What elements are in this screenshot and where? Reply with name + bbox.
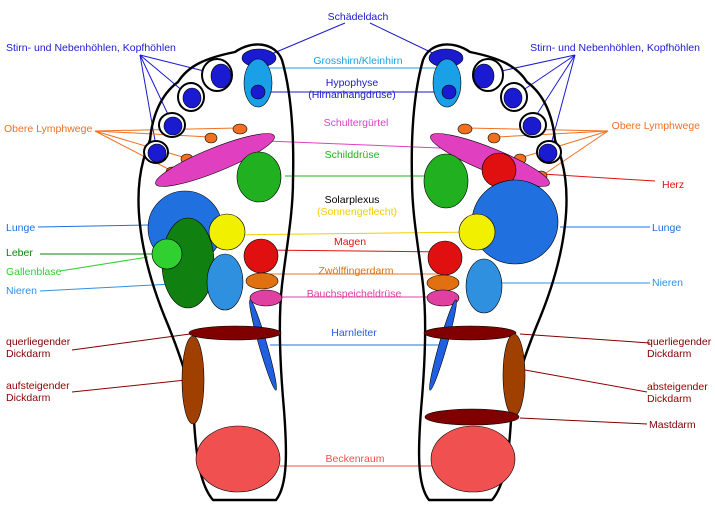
label-schild: Schilddrüse <box>325 149 380 161</box>
zone-nieren-l <box>207 254 243 310</box>
zone-auf <box>182 336 204 424</box>
label-hirnanhang: (Hirnanhangdrüse) <box>308 89 396 101</box>
zone-nieren-r <box>466 259 502 313</box>
label-galle: Gallenblase <box>6 266 61 278</box>
label-mast: Mastdarm <box>649 419 696 431</box>
label-leber: Leber <box>6 247 33 259</box>
label-schulter: Schultergürtel <box>324 117 389 129</box>
zone-grosshirn-r <box>433 59 461 107</box>
zone-zwoelf-l <box>246 273 278 289</box>
zone-magen-r <box>428 241 462 275</box>
label-nieren-left: Nieren <box>6 285 37 297</box>
label-becken: Beckenraum <box>326 453 385 465</box>
zone-bauch-l <box>250 290 282 306</box>
label-sonnen: (Sonnengeflecht) <box>317 206 397 218</box>
zone-solar-l <box>209 214 245 250</box>
label-ab: absteigender Dickdarm <box>647 381 711 405</box>
label-stirn-left: Stirn- und Nebenhöhlen, Kopfhöhlen <box>6 42 176 54</box>
toe-outlines <box>144 59 561 163</box>
zone-solar-r <box>459 214 495 250</box>
zone-grosshirn-l <box>244 59 272 107</box>
zone-becken-r <box>431 426 515 492</box>
zone-schild-l <box>237 152 281 202</box>
label-auf: aufsteigender Dickdarm <box>6 380 76 404</box>
zone-quer-l <box>189 326 281 340</box>
label-quer-left: querliegender Dickdarm <box>6 336 76 360</box>
label-magen: Magen <box>334 236 366 248</box>
label-lymph-left: Obere Lymphwege <box>4 123 92 135</box>
label-zwoelf: Zwölffingerdarm <box>318 265 393 277</box>
zone-zwoelf-r <box>427 275 459 291</box>
zone-ab <box>503 334 525 416</box>
label-grosshirn: Grosshirn/Kleinhirn <box>313 55 402 67</box>
zone-hypophyse-r <box>442 85 456 99</box>
zone-magen-l <box>244 239 278 273</box>
label-hypophyse: Hypophyse <box>326 77 379 89</box>
label-nieren-right: Nieren <box>652 277 683 289</box>
zone-hypophyse-l <box>251 85 265 99</box>
zone-becken-l <box>196 426 280 492</box>
zone-galle <box>152 239 182 269</box>
zone-quer-r <box>424 326 516 340</box>
label-lunge-left: Lunge <box>6 222 35 234</box>
label-schaedeldach: Schädeldach <box>328 11 389 23</box>
label-harn: Harnleiter <box>331 327 377 339</box>
label-stirn-right: Stirn- und Nebenhöhlen, Kopfhöhlen <box>530 42 700 54</box>
label-lunge-right: Lunge <box>652 222 681 234</box>
zone-mast <box>425 409 519 425</box>
label-solar: Solarplexus <box>325 194 380 206</box>
label-herz: Herz <box>662 179 684 191</box>
label-bauch: Bauchspeicheldrüse <box>307 288 402 300</box>
zone-schild-r <box>424 154 468 208</box>
label-lymph-right: Obere Lymphwege <box>612 120 700 132</box>
label-quer-right: querliegender Dickdarm <box>647 336 711 360</box>
